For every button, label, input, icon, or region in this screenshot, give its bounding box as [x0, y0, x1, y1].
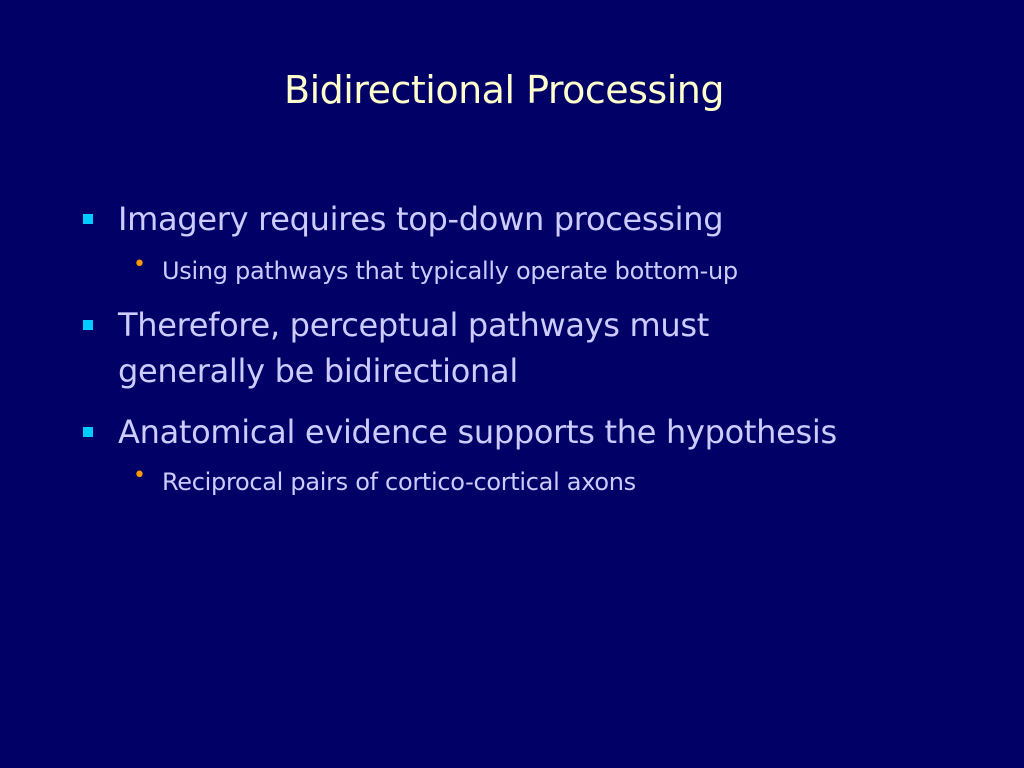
square-bullet-icon: [83, 320, 93, 330]
bullet-level1-text: Anatomical evidence supports the hypothe…: [118, 413, 837, 451]
bullet-level1-text: Imagery requires top-down processing: [118, 200, 724, 238]
dot-bullet-icon: •: [133, 252, 146, 277]
square-bullet-icon: [83, 427, 93, 437]
bullet-level2-text: Reciprocal pairs of cortico-cortical axo…: [162, 468, 636, 496]
slide-title: Bidirectional Processing: [284, 68, 725, 112]
square-bullet-icon: [83, 214, 93, 224]
bullet-level1-text-line1: Therefore, perceptual pathways must: [118, 306, 710, 344]
dot-bullet-icon: •: [133, 463, 146, 488]
bullet-level1-text-line2: generally be bidirectional: [118, 352, 518, 390]
bullet-level2-text: Using pathways that typically operate bo…: [162, 257, 738, 285]
